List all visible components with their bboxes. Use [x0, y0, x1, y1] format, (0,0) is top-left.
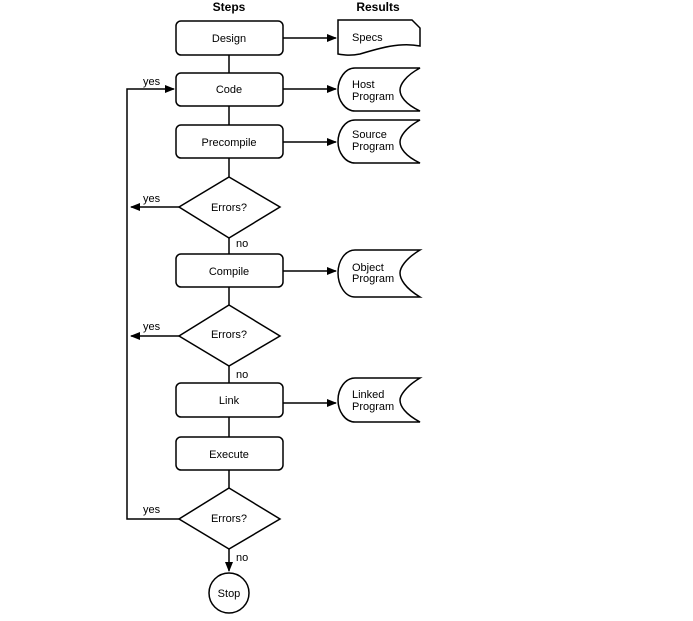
- step-link: Link: [175, 382, 284, 418]
- svg-text:Execute: Execute: [209, 449, 249, 461]
- svg-text:Program: Program: [352, 91, 394, 103]
- svg-text:Errors?: Errors?: [211, 329, 247, 341]
- svg-text:Precompile: Precompile: [201, 137, 256, 149]
- step-execute: Execute: [175, 436, 284, 471]
- no-label: no: [236, 238, 248, 250]
- svg-text:Design: Design: [212, 33, 246, 45]
- results-header: Results: [356, 0, 400, 14]
- result-host-program: Host Program: [337, 67, 421, 112]
- svg-text:Compile: Compile: [209, 266, 249, 278]
- svg-text:Specs: Specs: [352, 32, 383, 44]
- stop-terminal: Stop: [208, 572, 250, 614]
- yes-label: yes: [143, 504, 161, 516]
- decision-errors-3: Errors?: [177, 487, 282, 550]
- svg-text:Program: Program: [352, 273, 394, 285]
- svg-text:Host: Host: [352, 79, 375, 91]
- svg-text:Link: Link: [219, 395, 240, 407]
- svg-text:Errors?: Errors?: [211, 202, 247, 214]
- result-object-program: Object Program: [337, 249, 423, 298]
- svg-text:Linked: Linked: [352, 389, 384, 401]
- step-code: Code: [175, 72, 284, 107]
- svg-text:Errors?: Errors?: [211, 513, 247, 525]
- steps-header: Steps: [213, 0, 246, 14]
- step-design: Design: [175, 20, 284, 56]
- yes-label: yes: [143, 321, 161, 333]
- loop-back-arrow: [126, 85, 179, 520]
- decision-errors-1: Errors?: [177, 176, 282, 239]
- result-linked-program: Linked Program: [337, 377, 423, 423]
- svg-text:Program: Program: [352, 141, 394, 153]
- svg-text:Code: Code: [216, 84, 242, 96]
- step-precompile: Precompile: [175, 124, 284, 159]
- svg-text:Source: Source: [352, 129, 387, 141]
- no-label: no: [236, 369, 248, 381]
- no-label: no: [236, 552, 248, 564]
- svg-text:Stop: Stop: [218, 588, 241, 600]
- decision-errors-2: Errors?: [177, 304, 282, 367]
- result-specs: Specs: [337, 19, 421, 56]
- svg-text:Object: Object: [352, 262, 384, 274]
- yes-label: yes: [143, 193, 161, 205]
- yes-label: yes: [143, 76, 161, 88]
- svg-text:Program: Program: [352, 401, 394, 413]
- result-source-program: Source Program: [337, 119, 421, 164]
- step-compile: Compile: [175, 253, 284, 288]
